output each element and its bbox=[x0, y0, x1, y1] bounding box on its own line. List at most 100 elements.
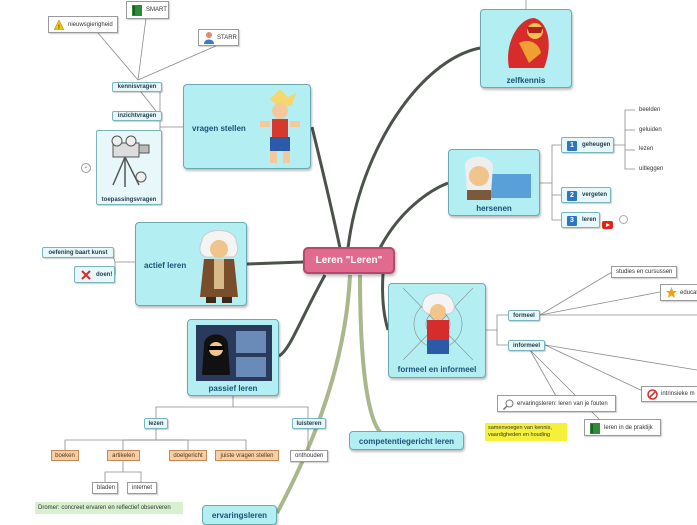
video-icon[interactable] bbox=[602, 216, 613, 229]
leren-in-praktijk-node[interactable]: leren in de praktijk bbox=[584, 419, 661, 436]
doen-node[interactable]: doen! bbox=[74, 266, 115, 283]
collapse-toggle-vragen[interactable]: + bbox=[81, 163, 91, 173]
geheugen-item: beelden bbox=[639, 107, 661, 113]
vergeten-label: vergeten bbox=[582, 192, 608, 198]
nieuwsgierigheid-label: nieuwsgierigheid bbox=[68, 21, 113, 28]
topic-hersenen-label: hersenen bbox=[476, 204, 512, 213]
oefening-label: oefening baart kunst bbox=[48, 250, 108, 256]
boeken-label: boeken bbox=[55, 453, 75, 459]
studies-label: studies en cursussen bbox=[616, 269, 673, 275]
topic-vragen-stellen[interactable]: vragen stellen bbox=[183, 84, 311, 169]
juiste-vragen-label: juiste vragen stellen bbox=[220, 453, 274, 459]
topic-formeel-en-informeel-label: formeel en informeel bbox=[397, 365, 477, 374]
onthouden-node[interactable]: onthouden bbox=[290, 450, 328, 462]
leren-label: leren bbox=[582, 217, 597, 223]
internet-label: internet bbox=[132, 485, 153, 491]
informeel-node[interactable]: informeel bbox=[508, 340, 545, 351]
topic-passief-leren[interactable]: passief leren bbox=[187, 319, 279, 396]
topic-hersenen[interactable]: hersenen bbox=[448, 149, 540, 216]
ervaring-note-text: Dromer: concreet ervaren en reflectief o… bbox=[38, 505, 171, 511]
jedi-illustration bbox=[199, 230, 239, 303]
nieuwsgierigheid-node[interactable]: ! nieuwsgierigheid bbox=[48, 16, 118, 33]
leren-in-praktijk-label: leren in de praktijk bbox=[604, 424, 653, 431]
svg-text:!: ! bbox=[58, 25, 60, 30]
bladen-node[interactable]: bladen bbox=[92, 482, 118, 494]
topic-actief-leren[interactable]: actief leren bbox=[135, 222, 247, 306]
kennisvragen-label: kennisvragen bbox=[117, 84, 157, 90]
artikelen-label: artikelen bbox=[112, 453, 135, 459]
topic-competentiegericht-leren[interactable]: competentiegericht leren bbox=[349, 431, 464, 450]
ervaring-note: Dromer: concreet ervaren en reflectief o… bbox=[35, 502, 183, 514]
onthouden-label: onthouden bbox=[295, 453, 324, 459]
ervaringsleren-fouten-node[interactable]: ervaringsleren: leren van je fouten bbox=[497, 395, 616, 412]
formeel-node[interactable]: formeel bbox=[508, 310, 540, 321]
educatie-label: educat bbox=[680, 289, 697, 296]
starr-node[interactable]: STARR bbox=[198, 29, 239, 46]
computer-user-illustration bbox=[196, 325, 272, 381]
number-3-icon: 3 bbox=[567, 216, 577, 226]
warning-icon: ! bbox=[53, 19, 65, 31]
kennisvragen-node[interactable]: kennisvragen bbox=[112, 82, 162, 92]
leren-node[interactable]: 3 leren bbox=[561, 212, 600, 228]
intrinsieke-node[interactable]: intrinsieke m bbox=[641, 386, 697, 402]
boeken-node[interactable]: boeken bbox=[51, 450, 79, 461]
studies-node[interactable]: studies en cursussen bbox=[611, 266, 677, 278]
camera-illustration bbox=[111, 135, 150, 187]
competentie-note-text: samenvoegen van kennis, vaardigheden en … bbox=[488, 425, 552, 438]
topic-ervaringsleren-label: ervaringsleren bbox=[211, 511, 268, 520]
informeel-label: informeel bbox=[512, 343, 540, 349]
lezen-label: lezen bbox=[148, 421, 164, 427]
inzichtvragen-label: inzichtvragen bbox=[117, 113, 157, 119]
internet-node[interactable]: internet bbox=[127, 482, 157, 494]
spider-illustration bbox=[403, 288, 473, 360]
person-icon bbox=[204, 32, 214, 44]
intrinsieke-label: intrinsieke m bbox=[661, 391, 695, 397]
topic-zelfkennis[interactable]: zelfkennis bbox=[480, 9, 572, 88]
cross-icon bbox=[81, 270, 91, 280]
book-icon bbox=[590, 423, 600, 434]
topic-ervaringsleren[interactable]: ervaringsleren bbox=[202, 505, 277, 525]
professor-illustration bbox=[465, 156, 531, 200]
toepassingsvragen-label: toepassingsvragen bbox=[101, 197, 157, 203]
info-icon[interactable] bbox=[619, 215, 628, 224]
bladen-label: bladen bbox=[97, 485, 116, 491]
book-icon bbox=[132, 5, 142, 16]
topic-passief-leren-label: passief leren bbox=[208, 384, 258, 393]
smart-node[interactable]: SMART bbox=[126, 1, 169, 19]
juiste-vragen-node[interactable]: juiste vragen stellen bbox=[215, 450, 279, 461]
ervaringsleren-fouten-label: ervaringsleren: leren van je fouten bbox=[517, 400, 608, 407]
toepassingsvragen-node[interactable]: toepassingsvragen bbox=[96, 130, 162, 205]
number-1-icon: 1 bbox=[567, 141, 577, 151]
inzichtvragen-node[interactable]: inzichtvragen bbox=[112, 111, 162, 121]
central-topic-label: Leren "Leren" bbox=[315, 255, 383, 266]
competentie-note: samenvoegen van kennis, vaardigheden en … bbox=[485, 423, 567, 441]
no-entry-icon bbox=[647, 389, 658, 400]
geheugen-item: uitleggen bbox=[639, 166, 664, 172]
star-icon bbox=[666, 287, 677, 298]
topic-actief-leren-label: actief leren bbox=[144, 261, 187, 270]
superhero-illustration bbox=[508, 18, 549, 68]
starr-label: STARR bbox=[217, 34, 237, 41]
topic-competentiegericht-leren-label: competentiegericht leren bbox=[358, 437, 455, 446]
artikelen-node[interactable]: artikelen bbox=[107, 450, 140, 461]
geheugen-item: geluiden bbox=[639, 127, 662, 133]
doelgericht-label: doelgericht bbox=[173, 453, 203, 459]
educatie-node[interactable]: educat bbox=[660, 284, 697, 301]
oefening-node[interactable]: oefening baart kunst bbox=[42, 247, 114, 258]
topic-zelfkennis-label: zelfkennis bbox=[506, 76, 546, 85]
central-topic[interactable]: Leren "Leren" bbox=[303, 247, 395, 274]
luisteren-label: luisteren bbox=[296, 421, 322, 427]
topic-formeel-en-informeel[interactable]: formeel en informeel bbox=[388, 283, 486, 378]
luisteren-node[interactable]: luisteren bbox=[292, 418, 326, 429]
doelgericht-node[interactable]: doelgericht bbox=[169, 450, 207, 461]
topic-vragen-stellen-label: vragen stellen bbox=[192, 124, 246, 133]
geheugen-label: geheugen bbox=[582, 142, 611, 148]
vergeten-node[interactable]: 2 vergeten bbox=[561, 187, 611, 203]
magnifier-icon bbox=[502, 399, 514, 411]
geheugen-node[interactable]: 1 geheugen bbox=[561, 137, 614, 153]
geheugen-item: lezen bbox=[639, 146, 654, 152]
formeel-label: formeel bbox=[513, 313, 535, 319]
lezen-node[interactable]: lezen bbox=[144, 418, 168, 429]
doen-label: doen! bbox=[96, 272, 113, 278]
smart-label: SMART bbox=[146, 7, 167, 13]
